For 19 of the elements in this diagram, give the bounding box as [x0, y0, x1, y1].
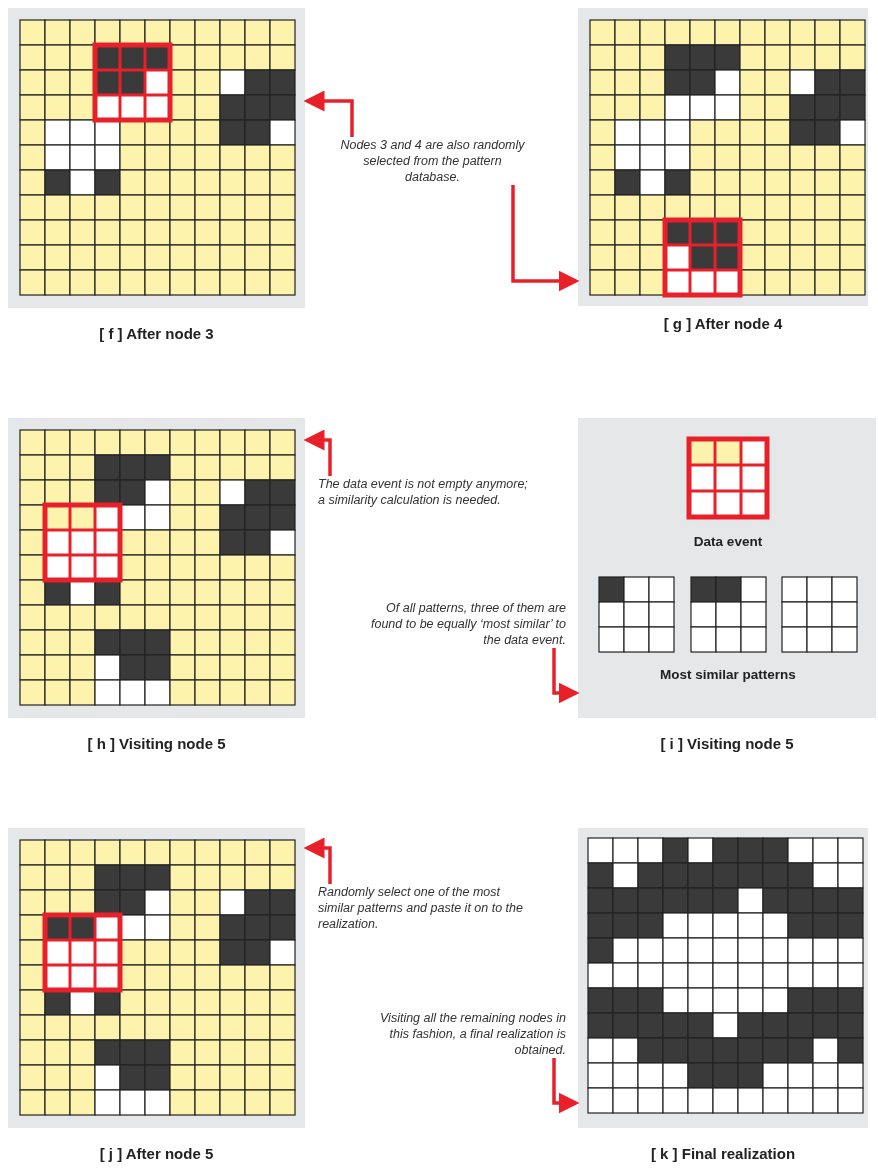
arrow	[303, 837, 332, 884]
grid-label: Most similar patterns	[659, 667, 797, 682]
note-text: The data event is not empty anymore; a similarity calculation is needed.	[318, 476, 538, 508]
note-text: Nodes 3 and 4 are also randomly selected from the pattern database.	[340, 137, 525, 185]
panel-caption: [ k ] Final realization	[649, 1145, 797, 1162]
arrow	[303, 90, 354, 137]
panel-caption: [ g ] After node 4	[662, 315, 784, 332]
arrow	[303, 429, 332, 476]
panel-caption: [ i ] Visiting node 5	[659, 735, 795, 752]
arrow	[552, 1058, 580, 1114]
panel-caption: [ h ] Visiting node 5	[86, 735, 227, 752]
arrow	[511, 185, 580, 292]
grid-label: Data event	[692, 534, 764, 549]
panel-caption: [ j ] After node 5	[98, 1145, 215, 1162]
note-text: Visiting all the remaining nodes in this fashion, a final realization is obtained.	[360, 1010, 566, 1058]
panel-caption: [ f ] After node 3	[98, 325, 215, 342]
arrow	[552, 648, 580, 704]
note-text: Randomly select one of the most similar patterns and paste it on to the realization.	[318, 884, 528, 932]
note-text: Of all patterns, three of them are found to be equally ‘most similar’ to the data event.	[360, 600, 566, 648]
